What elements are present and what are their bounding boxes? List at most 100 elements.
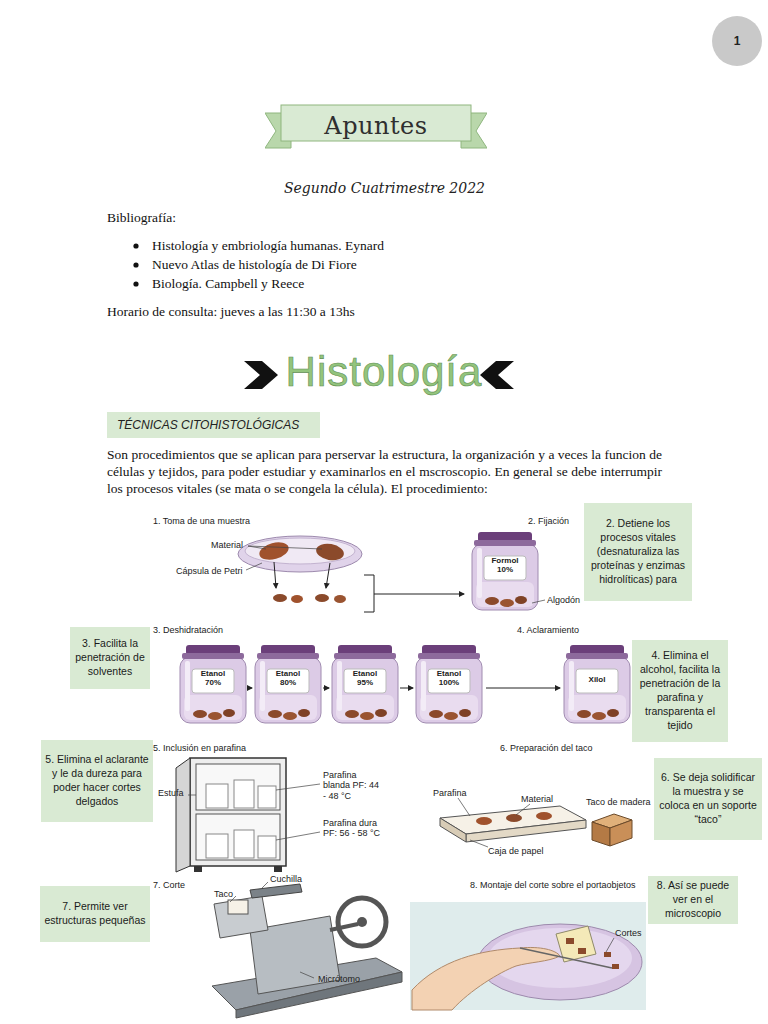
dehydration-jars-part	[255, 645, 321, 723]
part-label: Cápsula de Petri	[176, 566, 243, 576]
paper-box-part	[470, 840, 488, 847]
dehydration-jars-part	[332, 645, 398, 723]
slide-mounting-part	[604, 952, 611, 957]
petri-dish-part	[246, 563, 262, 570]
oven-part	[258, 836, 276, 858]
note-box: 8. Así se puede ver en el microscopio	[648, 876, 738, 924]
wood-block-part	[592, 822, 610, 846]
step-heading: 2. Fijación	[528, 516, 569, 526]
petri-dish-part	[326, 563, 330, 588]
oven-part	[206, 834, 228, 858]
heading-text: Apuntes	[324, 112, 427, 140]
part-label: Estufa	[158, 788, 184, 798]
petri-dish-part	[257, 539, 290, 562]
slide-mounting	[410, 902, 646, 1010]
paper-box-part	[536, 812, 552, 820]
part-label: Taco	[214, 889, 233, 899]
slide-mounting-part	[606, 938, 614, 952]
part-label: Parafina dura PF: 56 - 58 °C	[323, 818, 383, 839]
dehydration-jars-part	[323, 688, 329, 689]
oven-part	[196, 764, 280, 810]
office-hours: Horario de consulta: jueves a las 11:30 …	[107, 304, 355, 320]
jar-label: Etanol 70%	[194, 670, 232, 688]
paper-box-part	[440, 818, 466, 842]
part-label: Taco de madera	[586, 797, 651, 807]
note-text: 6. Se deja solidificar la muestra y se c…	[658, 771, 758, 826]
bullet-dots	[133, 243, 138, 286]
bullet-dots-part	[133, 262, 138, 267]
oven	[176, 758, 320, 872]
microtome-part	[214, 896, 268, 938]
note-text: 2. Detiene los procesos vitales (desnatu…	[588, 517, 688, 586]
slide-mounting-part	[612, 964, 619, 969]
oven-part	[258, 786, 276, 808]
page-title: Histología	[0, 348, 768, 396]
oven-part	[190, 758, 286, 866]
dehydration-jars	[180, 645, 630, 723]
microtome-part	[300, 972, 314, 978]
oven-part	[276, 784, 320, 790]
slide-mounting-part	[520, 948, 612, 968]
bullet-dots-part	[133, 243, 138, 248]
banner-ribbon: Apuntes	[265, 103, 487, 149]
part-label: Cortes	[615, 928, 642, 938]
jar-label: Formol 10%	[486, 557, 524, 575]
microtome-part	[357, 917, 367, 927]
part-label: Parafina blanda PF: 44 - 48 °C	[323, 770, 383, 801]
microtome	[212, 882, 402, 1018]
step-heading: 1. Toma de una muestra	[153, 516, 250, 526]
note-text: 5. Elimina el aclarante y le da dureza p…	[45, 753, 149, 808]
oven-part	[206, 784, 228, 808]
petri-dish-part	[248, 546, 322, 549]
dehydration-jars-part	[486, 688, 560, 689]
step-heading: 3. Deshidratación	[153, 625, 223, 635]
microtome-part	[262, 882, 268, 888]
oven-part	[234, 830, 254, 858]
step-heading: 6. Preparación del taco	[500, 743, 593, 753]
page-number-circle	[712, 16, 762, 66]
note-box: 3. Facilita la penetración de solventes	[70, 627, 150, 689]
jar-label: Etanol 95%	[346, 670, 384, 688]
wood-block	[298, 814, 632, 846]
petri-dish-part	[315, 542, 345, 563]
jar-label: Etanol 100%	[430, 670, 468, 688]
page-number-text: 1	[734, 34, 741, 48]
note-box: 2. Detiene los procesos vitales (desnatu…	[584, 503, 692, 601]
part-label: Material	[211, 540, 243, 550]
dehydration-jars-part	[564, 645, 630, 723]
page-number: 1	[712, 16, 762, 66]
petri-dish-part	[315, 594, 329, 602]
ribbon-band	[281, 105, 471, 141]
fixation-jar	[472, 532, 545, 610]
part-label: Micrótomo	[318, 974, 360, 984]
petri-dish	[238, 536, 362, 603]
step-heading: 4. Aclaramiento	[517, 625, 579, 635]
fixation-jar-part	[532, 600, 545, 603]
bibliography-item: Histología y embriología humanas. Eynard	[152, 238, 384, 254]
bibliography-item: Biología. Campbell y Reece	[152, 276, 304, 292]
subtitle: Segundo Cuatrimestre 2022	[107, 180, 662, 196]
heading-text: TÉCNICAS CITOHISTOLÓGICAS	[117, 418, 299, 432]
note-text: 8. Así se puede ver en el microscopio	[652, 879, 734, 921]
oven-part	[176, 758, 190, 872]
part-label: Algodón	[547, 595, 580, 605]
note-text: 7. Permite ver estructuras pequeñas	[44, 900, 146, 928]
section-heading: TÉCNICAS CITOHISTOLÓGICAS	[107, 412, 320, 438]
step-heading: 5. Inclusión en parafina	[153, 743, 246, 753]
oven-part	[276, 832, 320, 840]
oven-part	[234, 780, 254, 808]
title-chevrons-part	[244, 361, 278, 389]
jar-label: Xilol	[576, 676, 618, 685]
oven-part	[196, 814, 280, 860]
fixation-jar-part	[472, 532, 538, 610]
note-text: 3. Facilita la penetración de solventes	[74, 637, 146, 679]
step-heading: 7. Corte	[153, 880, 185, 890]
title-chevrons-part	[480, 361, 514, 389]
note-box: 7. Permite ver estructuras pequeñas	[40, 886, 150, 942]
petri-dish-part	[273, 594, 287, 602]
oven-part	[274, 866, 282, 872]
intro-paragraph: Son procedimientos que se aplican para p…	[107, 446, 662, 497]
microtome-part	[330, 924, 358, 930]
part-label: Cuchilla	[270, 874, 302, 884]
